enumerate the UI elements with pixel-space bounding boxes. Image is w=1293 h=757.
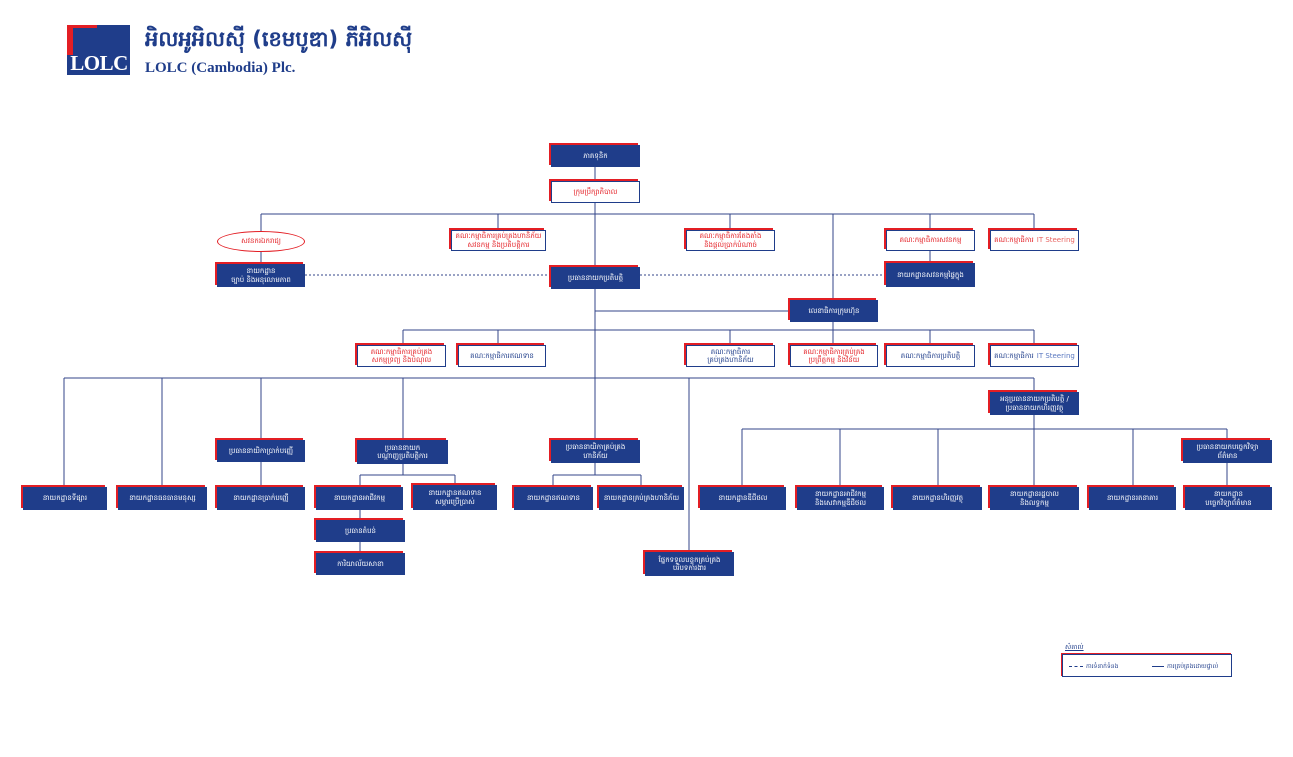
ceo-box: ប្រធាននាយកប្រតិបត្តិ (551, 267, 640, 289)
digital-business-department-box: នាយកដ្ឋានអាជីវកម្ម និងសេវាកម្មឌីជីថល (797, 487, 884, 510)
independent-auditor-ellipse: សវនករឯករាជ្យ (217, 231, 305, 252)
regional-head-box: ប្រធានតំបន់ (316, 520, 405, 542)
solid-line-sample (1152, 666, 1164, 667)
marketing-department-box: នាយកដ្ឋានទីផ្សារ (23, 487, 107, 510)
dashed-line-sample (1069, 666, 1083, 667)
company-secretary-box: លេខាធិការក្រុមហ៊ុន (790, 300, 878, 322)
it-steering-label: IT Steering (1036, 236, 1075, 245)
head-of-network-box: ប្រធាននាយក បណ្តាញប្រតិបត្តិការ (357, 440, 448, 464)
lolc-logo: LOLC (67, 25, 130, 75)
treasury-department-box: នាយកដ្ឋានរតនាគារ (1089, 487, 1176, 510)
nomination-committee-box: គណៈកម្មាធិការតែងតាំង និងផ្តល់ប្រាក់បំណាច… (686, 230, 775, 251)
conduct-committee-box: គណៈកម្មាធិការគ្រប់គ្រង ប្រព្រឹត្តកម្ម និ… (790, 345, 878, 367)
committee-label: គណៈកម្មាធិការ (994, 351, 1034, 360)
legend-solid-label: ការគ្រប់គ្រងដោយផ្ទាល់ (1167, 663, 1219, 670)
it-department-box: នាយកដ្ឋាន បច្ចេកវិទ្យាព័ត៌មាន (1185, 487, 1272, 510)
company-title-english: LOLC (Cambodia) Plc. (145, 60, 296, 76)
branch-offices-box: ការិយាល័យសាខា (316, 553, 405, 575)
alco-committee-box: គណៈកម្មាធិការគ្រប់គ្រង សកម្មទ្រព្យ និងបំ… (357, 345, 446, 367)
legend-title: សំគាល់ (1065, 643, 1084, 651)
executive-committee-box: គណៈកម្មាធិការប្រតិបត្តិ (886, 345, 975, 367)
deputy-ceo-cfo-box: អនុប្រធាននាយកប្រតិបត្តិ / ប្រធាននាយកហិរញ… (990, 392, 1079, 415)
company-title-khmer: អិលអូអិលស៊ី (ខេមបូឌា) ភីអិលស៊ី (145, 27, 413, 51)
credit-department-box: នាយកដ្ឋានឥណទាន (514, 487, 593, 510)
digital-department-box: នាយកដ្ឋានឌីជីថល (700, 487, 786, 510)
logo-red-mark-top (67, 25, 97, 28)
legend-dotted-label: ការទំនាក់ទំនង (1086, 663, 1119, 670)
legal-department-box: នាយកដ្ឋាន ច្បាប់ និងអនុលោមភាព (217, 264, 305, 287)
deposits-department-box: នាយកដ្ឋានប្រាក់បញ្ញើ (217, 487, 305, 510)
logo-text: LOLC (70, 51, 128, 75)
business-department-box: នាយកដ្ឋានអាជីវកម្ម (316, 487, 403, 510)
credit-committee-box: គណៈកម្មាធិការឥណទាន (458, 345, 546, 367)
shareholders-box: ភាគទុនិក (551, 145, 640, 167)
consumer-credit-department-box: នាយកដ្ឋានឥណទាន សម្ភារប្រើប្រាស់ (413, 485, 497, 510)
environment-unit-box: ផ្នែកទទួលបន្ទុកគ្រប់គ្រង បរិបទការងារ (645, 552, 734, 576)
board-risk-committee-box: គណៈកម្មាធិការគ្រប់គ្រងហានិភ័យ សវនកម្ម និ… (451, 230, 546, 251)
finance-department-box: នាយកដ្ឋានហិរញ្ញវត្ថុ (893, 487, 982, 510)
chief-risk-officer-box: ប្រធាននាយិកាគ្រប់គ្រង ហានិភ័យ (551, 440, 640, 463)
it-steering-label: IT Steering (1036, 351, 1075, 360)
logo-red-mark (67, 25, 73, 55)
head-of-deposits-box: ប្រធាននាយិកាប្រាក់បញ្ញើ (217, 440, 305, 462)
committee-label: គណៈកម្មាធិការ (994, 236, 1034, 245)
chief-technology-officer-box: ប្រធាននាយកបច្ចេកវិទ្យា ព័ត៌មាន (1183, 440, 1272, 463)
risk-committee-box: គណៈកម្មាធិការ គ្រប់គ្រងហានិភ័យ (686, 345, 775, 367)
admin-department-box: នាយកដ្ឋានរដ្ឋបាល និងលទ្ធកម្ម (990, 487, 1079, 510)
hr-department-box: នាយកដ្ឋានធនធានមនុស្ស (118, 487, 207, 510)
board-audit-committee-box: គណៈកម្មាធិការសវនកម្ម (886, 230, 975, 251)
internal-audit-box: នាយកដ្ឋានសវនកម្មផ្ទៃក្នុង (886, 263, 975, 287)
legend: ការទំនាក់ទំនង ការគ្រប់គ្រងដោយផ្ទាល់ (1062, 654, 1232, 677)
risk-department-box: នាយកដ្ឋានគ្រប់គ្រងហានិភ័យ (599, 487, 684, 510)
board-of-directors-box: ក្រុមប្រឹក្សាភិបាល (551, 181, 640, 203)
